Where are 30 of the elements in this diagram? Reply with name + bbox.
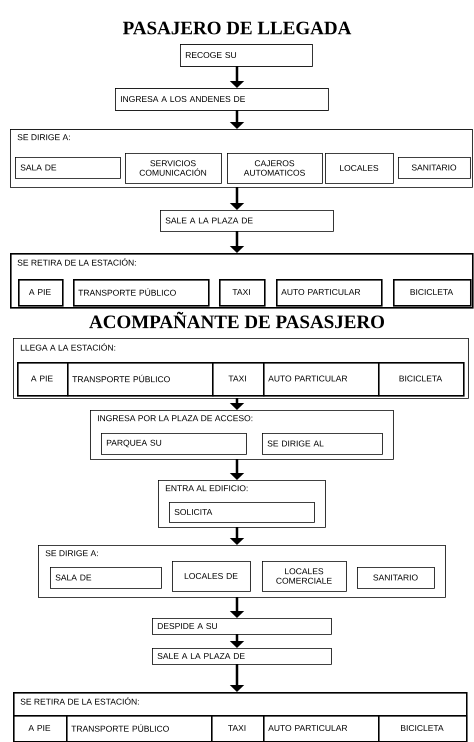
option-box: PARQUEA SU xyxy=(101,433,247,455)
heading: PASAJERO DE LLEGADA xyxy=(122,22,352,34)
option-box: BICICLETA xyxy=(378,715,468,742)
option-box: TRANSPORTE PÚBLICO xyxy=(73,279,210,307)
option-box: TAXI xyxy=(211,715,265,742)
option-box: LOCALES DE xyxy=(172,561,251,592)
option-box: AUTO PARTICULAR xyxy=(276,279,383,307)
step-box: SALE A LA PLAZA DE xyxy=(160,210,334,232)
option-box: SERVICIOS COMUNICACIÓN xyxy=(125,153,222,184)
option-box: A PIE xyxy=(18,279,64,307)
option-box: A PIE xyxy=(13,715,68,742)
option-box: CAJEROS AUTOMATICOS xyxy=(227,153,323,184)
step-box: DESPIDE A SU xyxy=(152,618,332,635)
step-box: INGRESA A LOS ANDENES DE xyxy=(115,88,329,111)
heading: ACOMPAÑANTE DE PASASJERO xyxy=(89,312,384,328)
option-box: SALA DE xyxy=(15,157,121,179)
option-box: TAXI xyxy=(219,279,266,307)
option-box: SALA DE xyxy=(50,567,162,589)
option-box: SOLICITA xyxy=(169,502,315,523)
option-box: TAXI xyxy=(212,362,265,397)
option-box: SE DIRIGE AL xyxy=(262,433,383,455)
option-box: LOCALES COMERCIALE xyxy=(262,561,347,592)
option-box: LOCALES xyxy=(325,153,394,184)
step-box: SALE A LA PLAZA DE xyxy=(152,648,332,665)
option-box: BICICLETA xyxy=(393,279,472,307)
step-box: RECOGE SU xyxy=(180,44,313,67)
option-box: SANITARIO xyxy=(357,567,435,589)
option-box: BICICLETA xyxy=(378,362,465,397)
option-box: SANITARIO xyxy=(398,157,471,179)
option-box: A PIE xyxy=(17,362,69,397)
